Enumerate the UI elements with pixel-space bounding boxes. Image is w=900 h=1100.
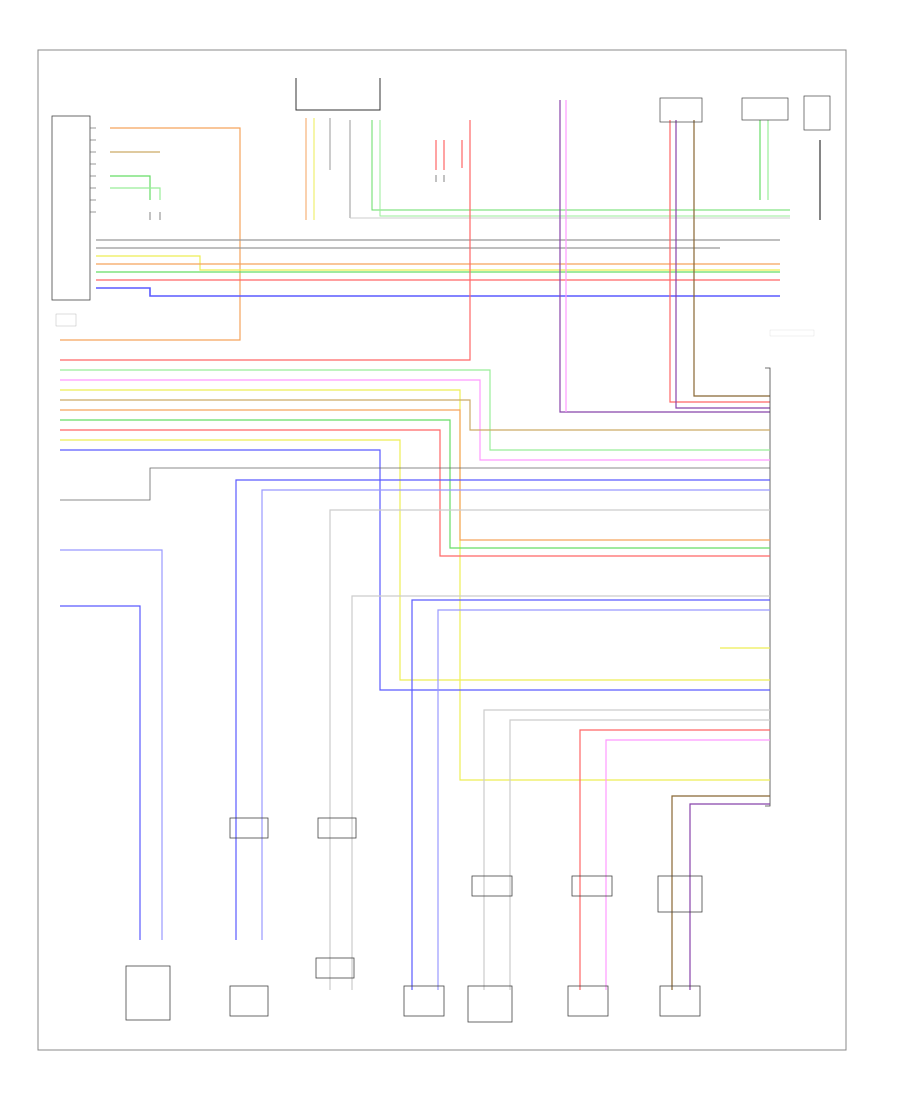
bottom-speaker-3 [403, 985, 445, 1017]
wires-speaker-blue [60, 479, 770, 990]
bottom-speaker-2 [315, 957, 355, 979]
tweeter-front-right [317, 817, 357, 839]
wires-top-left [60, 127, 780, 341]
wires-speaker-lower [483, 647, 770, 990]
midrange-right [571, 875, 613, 897]
top-right-modules [659, 95, 831, 131]
connector-group-mid [60, 120, 471, 361]
midrange-left [471, 875, 513, 897]
bottom-speaker-5 [567, 985, 609, 1017]
control-module-left [51, 115, 96, 327]
bottom-speaker-4 [467, 985, 513, 1023]
speaker-rear-right [657, 875, 703, 913]
ground-symbols [149, 175, 445, 220]
connector-group-top [295, 78, 790, 220]
subwoofer-module [125, 965, 171, 1021]
bottom-speaker-6 [659, 985, 701, 1017]
wires-right-top [559, 100, 821, 413]
bottom-speaker-1 [229, 985, 269, 1017]
tweeter-front-left [229, 817, 269, 839]
diagram-border [37, 49, 847, 1051]
speakers [125, 817, 703, 1023]
module-right [765, 329, 815, 807]
wires-bus-middle [60, 369, 770, 781]
wire-black [60, 467, 770, 501]
